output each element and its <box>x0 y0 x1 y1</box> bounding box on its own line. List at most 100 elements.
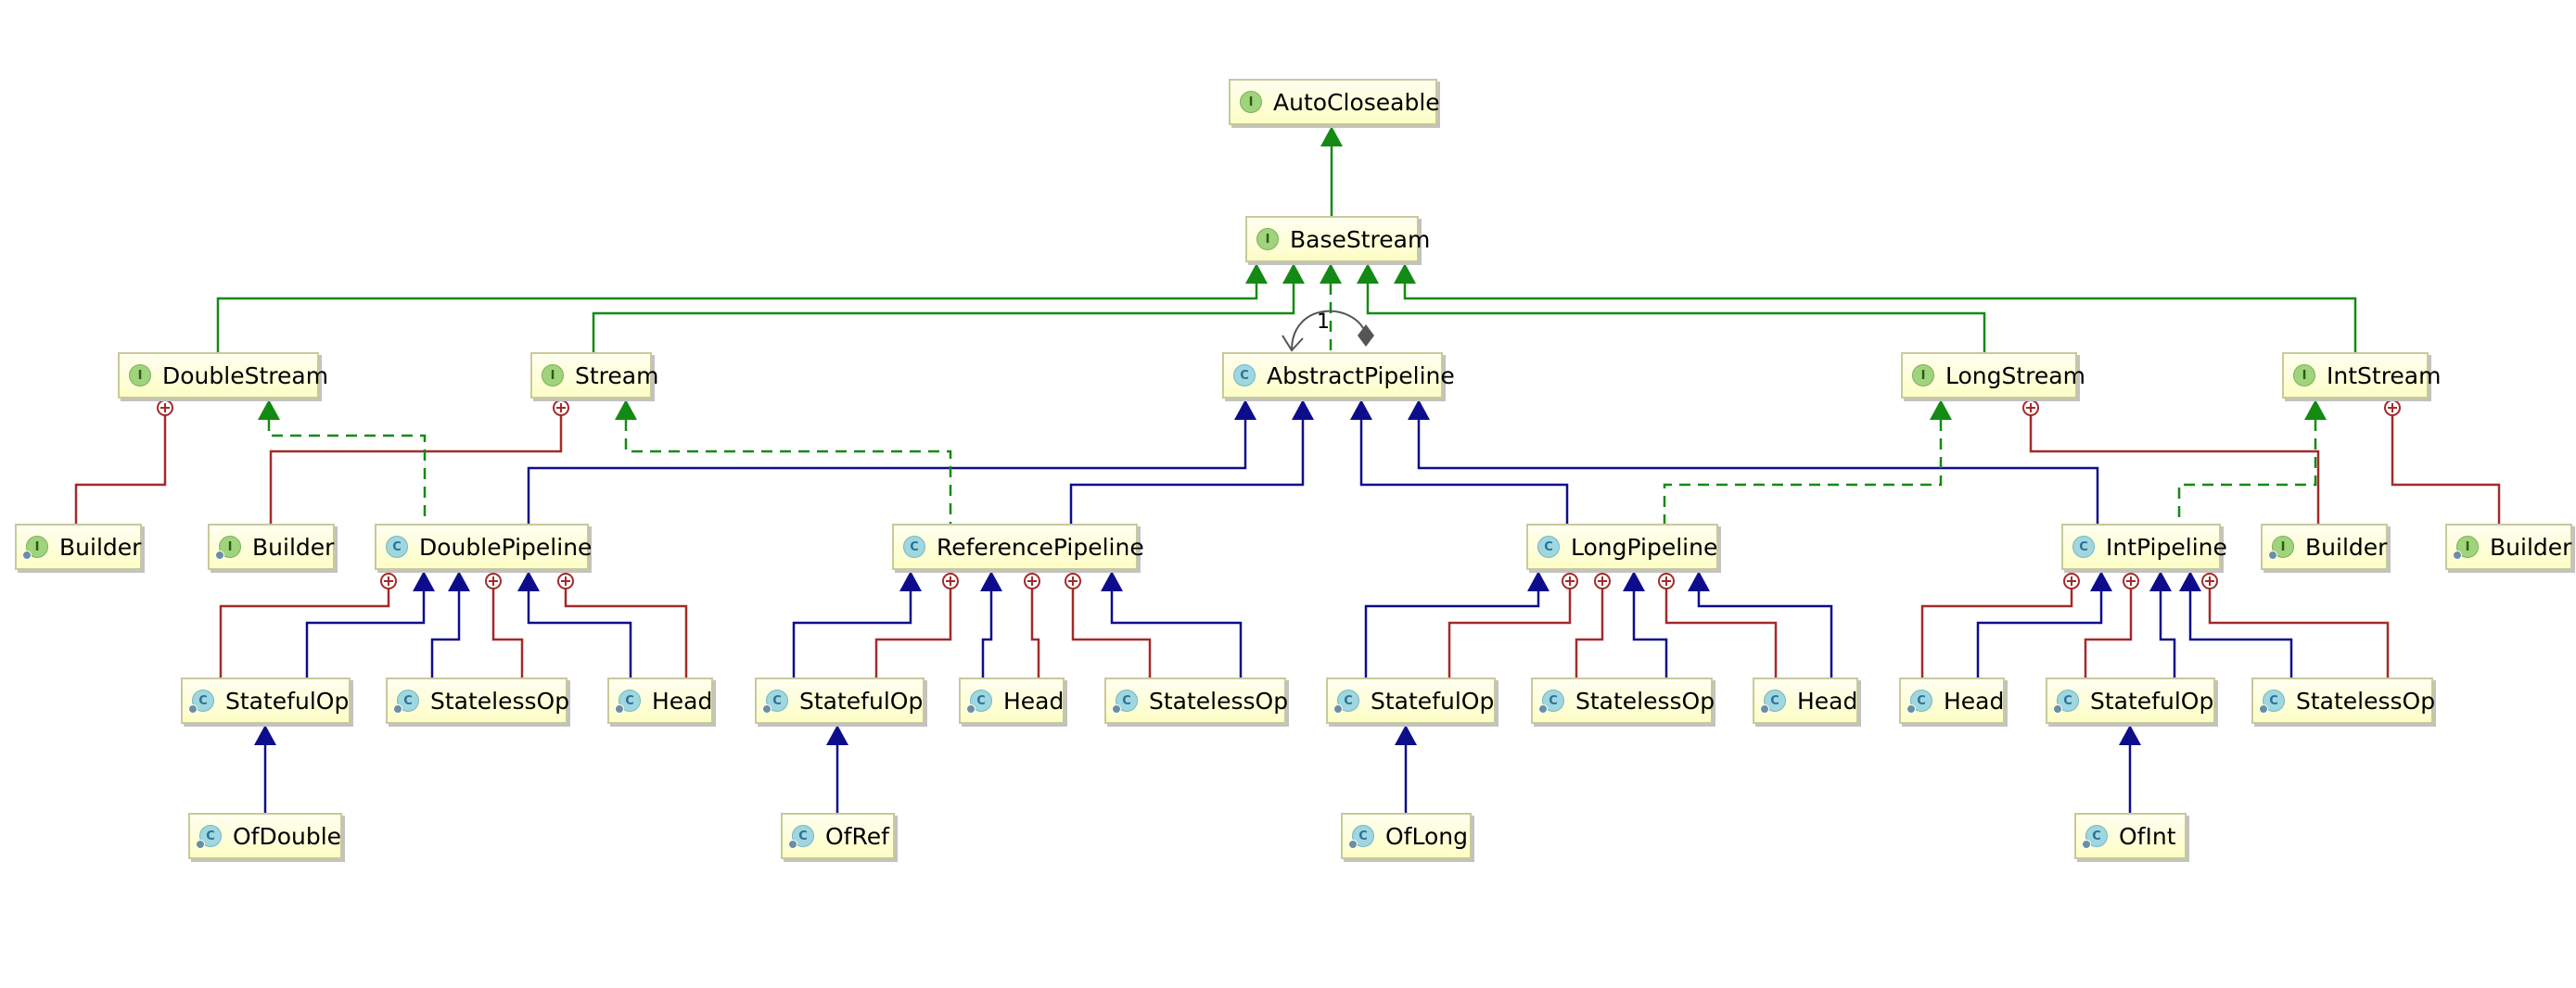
class-icon: C <box>393 690 419 714</box>
class-icon: C <box>1906 690 1932 714</box>
class-node-label: Head <box>1944 687 2005 715</box>
interface-icon: I <box>22 536 48 560</box>
inherits-arrow <box>1350 399 1372 420</box>
class-icon: C <box>788 825 814 849</box>
inherits-arrow <box>1623 571 1645 591</box>
class-node-label: Head <box>1003 687 1065 715</box>
class-node-l_head[interactable]: C Head <box>1753 678 1858 724</box>
interface-icon: I <box>1912 364 1934 386</box>
class-node-basestream[interactable]: I BaseStream <box>1245 216 1430 262</box>
inherits-line <box>1632 591 1668 678</box>
class-node-label: Stream <box>575 361 659 389</box>
class-icon: C <box>2259 690 2285 714</box>
inherits-line <box>2159 591 2176 678</box>
class-node-d_head[interactable]: C Head <box>607 678 713 724</box>
class-icon: C <box>615 690 641 714</box>
implements-arrow <box>615 399 637 420</box>
inherits-line-referencepipeline <box>1069 420 1305 524</box>
nested-line <box>2084 589 2133 678</box>
nested-line-builder3 <box>2029 415 2320 524</box>
class-node-longstream[interactable]: I LongStream <box>1901 352 2085 399</box>
multiplicity-label: 1 <box>1317 310 1330 334</box>
inherits-line <box>792 591 912 678</box>
class-node-label: Head <box>652 687 713 715</box>
class-node-label: Builder <box>59 533 142 561</box>
extends-line-doublestream <box>216 284 1258 352</box>
nested-line <box>1071 589 1152 678</box>
interface-icon: I <box>2268 536 2294 560</box>
inherits-arrow <box>826 725 848 745</box>
inherits-line <box>1364 591 1540 678</box>
inherits-line-longpipeline <box>1359 420 1569 524</box>
inherits-line <box>2188 591 2293 678</box>
class-icon: C <box>188 690 214 714</box>
interface-icon: I <box>1256 228 1279 250</box>
inherits-line <box>527 591 632 678</box>
class-node-label: Builder <box>2305 533 2388 561</box>
inherits-line <box>981 591 993 678</box>
class-node-label: LongStream <box>1945 361 2085 389</box>
inherits-line-doublepipeline <box>527 420 1247 524</box>
class-node-label: Head <box>1797 687 1858 715</box>
inherits-line <box>305 591 426 678</box>
class-node-stream[interactable]: I Stream <box>530 352 658 399</box>
class-node-builder1[interactable]: I Builder <box>15 524 142 570</box>
class-node-label: DoubleStream <box>162 361 329 389</box>
aggregation-line <box>1291 310 1367 351</box>
class-node-i_head[interactable]: C Head <box>1899 678 2005 724</box>
class-node-label: BaseStream <box>1290 225 1431 253</box>
inherits-arrow <box>1408 399 1430 420</box>
class-node-label: Builder <box>252 533 335 561</box>
implements-line-intpipeline <box>2177 420 2317 524</box>
nested-line-builder4 <box>2391 415 2501 524</box>
class-node-label: AutoCloseable <box>1273 88 1440 116</box>
class-node-label: OfDouble <box>233 822 342 850</box>
class-icon: C <box>1233 364 1256 386</box>
extends-arrow <box>1245 263 1268 284</box>
nested-line <box>1664 589 1778 678</box>
implements-arrow <box>258 399 280 420</box>
extends-arrow <box>1394 263 1416 284</box>
inherits-arrow <box>517 571 540 591</box>
class-icon: C <box>1760 690 1786 714</box>
implements-line-longpipeline <box>1663 420 1943 524</box>
class-node-label: DoublePipeline <box>419 533 593 561</box>
interface-icon: I <box>542 364 564 386</box>
class-node-label: StatelessOp <box>1149 687 1289 715</box>
implements-arrow <box>2304 399 2327 420</box>
inherits-arrow <box>448 571 470 591</box>
class-node-builder3[interactable]: I Builder <box>2261 524 2388 570</box>
nested-line <box>2208 589 2390 678</box>
extends-arrow <box>1282 263 1305 284</box>
interface-icon: I <box>2453 536 2479 560</box>
nested-line <box>219 589 390 678</box>
inherits-arrow <box>2090 571 2112 591</box>
class-icon: C <box>2072 536 2095 558</box>
extends-arrow <box>1320 263 1342 284</box>
class-icon: C <box>1537 536 1560 558</box>
